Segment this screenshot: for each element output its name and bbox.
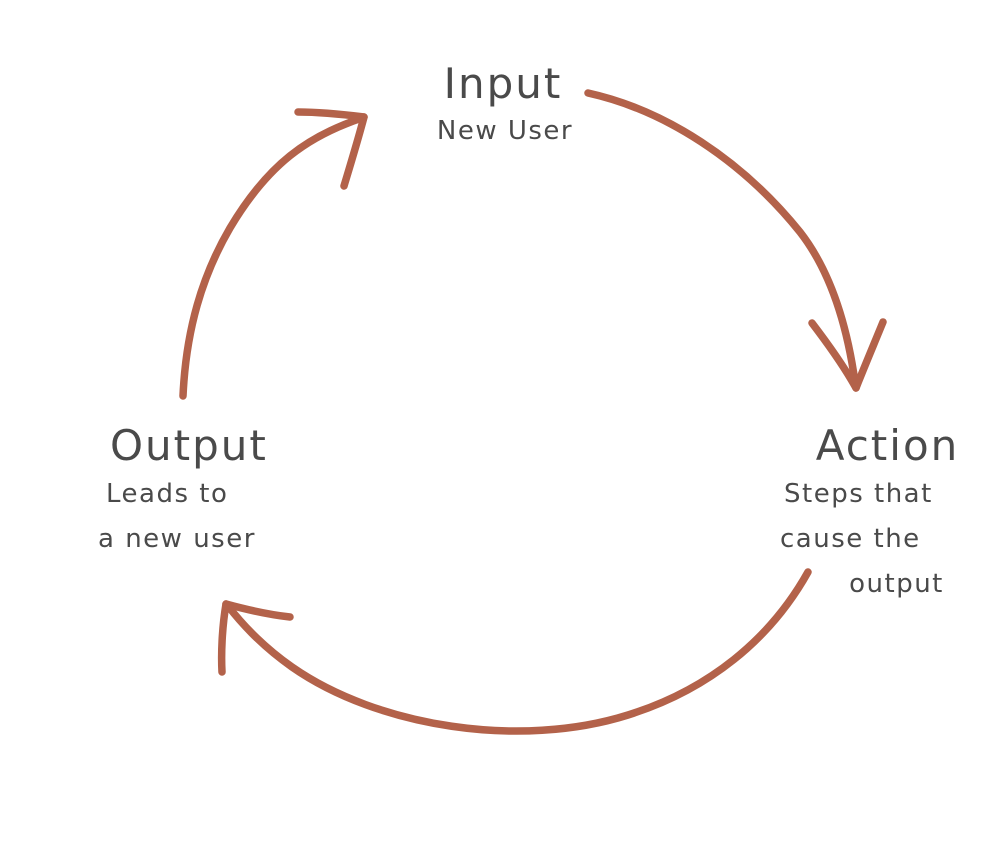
arrow-action-to-output — [217, 568, 812, 735]
node-output-title: Output — [110, 421, 268, 470]
node-output-subtitle-line-2: a new user — [98, 524, 256, 554]
arrow-shaft-input-action — [584, 89, 859, 386]
arrowhead-lower-barb-input — [340, 113, 368, 190]
node-input[interactable]: Input New User — [0, 59, 1000, 150]
node-action-title: Action — [815, 421, 960, 470]
arrowhead-right-barb-output — [222, 600, 294, 621]
node-output[interactable]: Output Leads to a new user — [98, 421, 328, 558]
arrow-shaft-action-output — [224, 568, 812, 735]
arrowhead-right-barb-action — [852, 318, 887, 392]
arrowhead-left-barb-action — [808, 319, 860, 392]
arrow-output-to-input — [179, 108, 368, 400]
node-action-subtitle-line-3: output — [849, 568, 944, 599]
node-action[interactable]: Action Steps that cause the output — [778, 421, 993, 603]
node-action-subtitle-line-2: cause the — [780, 524, 921, 554]
node-input-subtitle-line-1: New User — [436, 116, 574, 147]
arrow-shaft-output-input — [179, 114, 366, 400]
node-input-title: Input — [443, 59, 563, 108]
node-output-subtitle-line-1: Leads to — [106, 479, 229, 510]
node-action-subtitle-line-1: Steps that — [784, 479, 933, 510]
arrowhead-upper-barb-input — [294, 108, 368, 121]
arrowhead-left-barb-output — [217, 600, 230, 676]
arrow-input-to-action — [584, 89, 887, 392]
